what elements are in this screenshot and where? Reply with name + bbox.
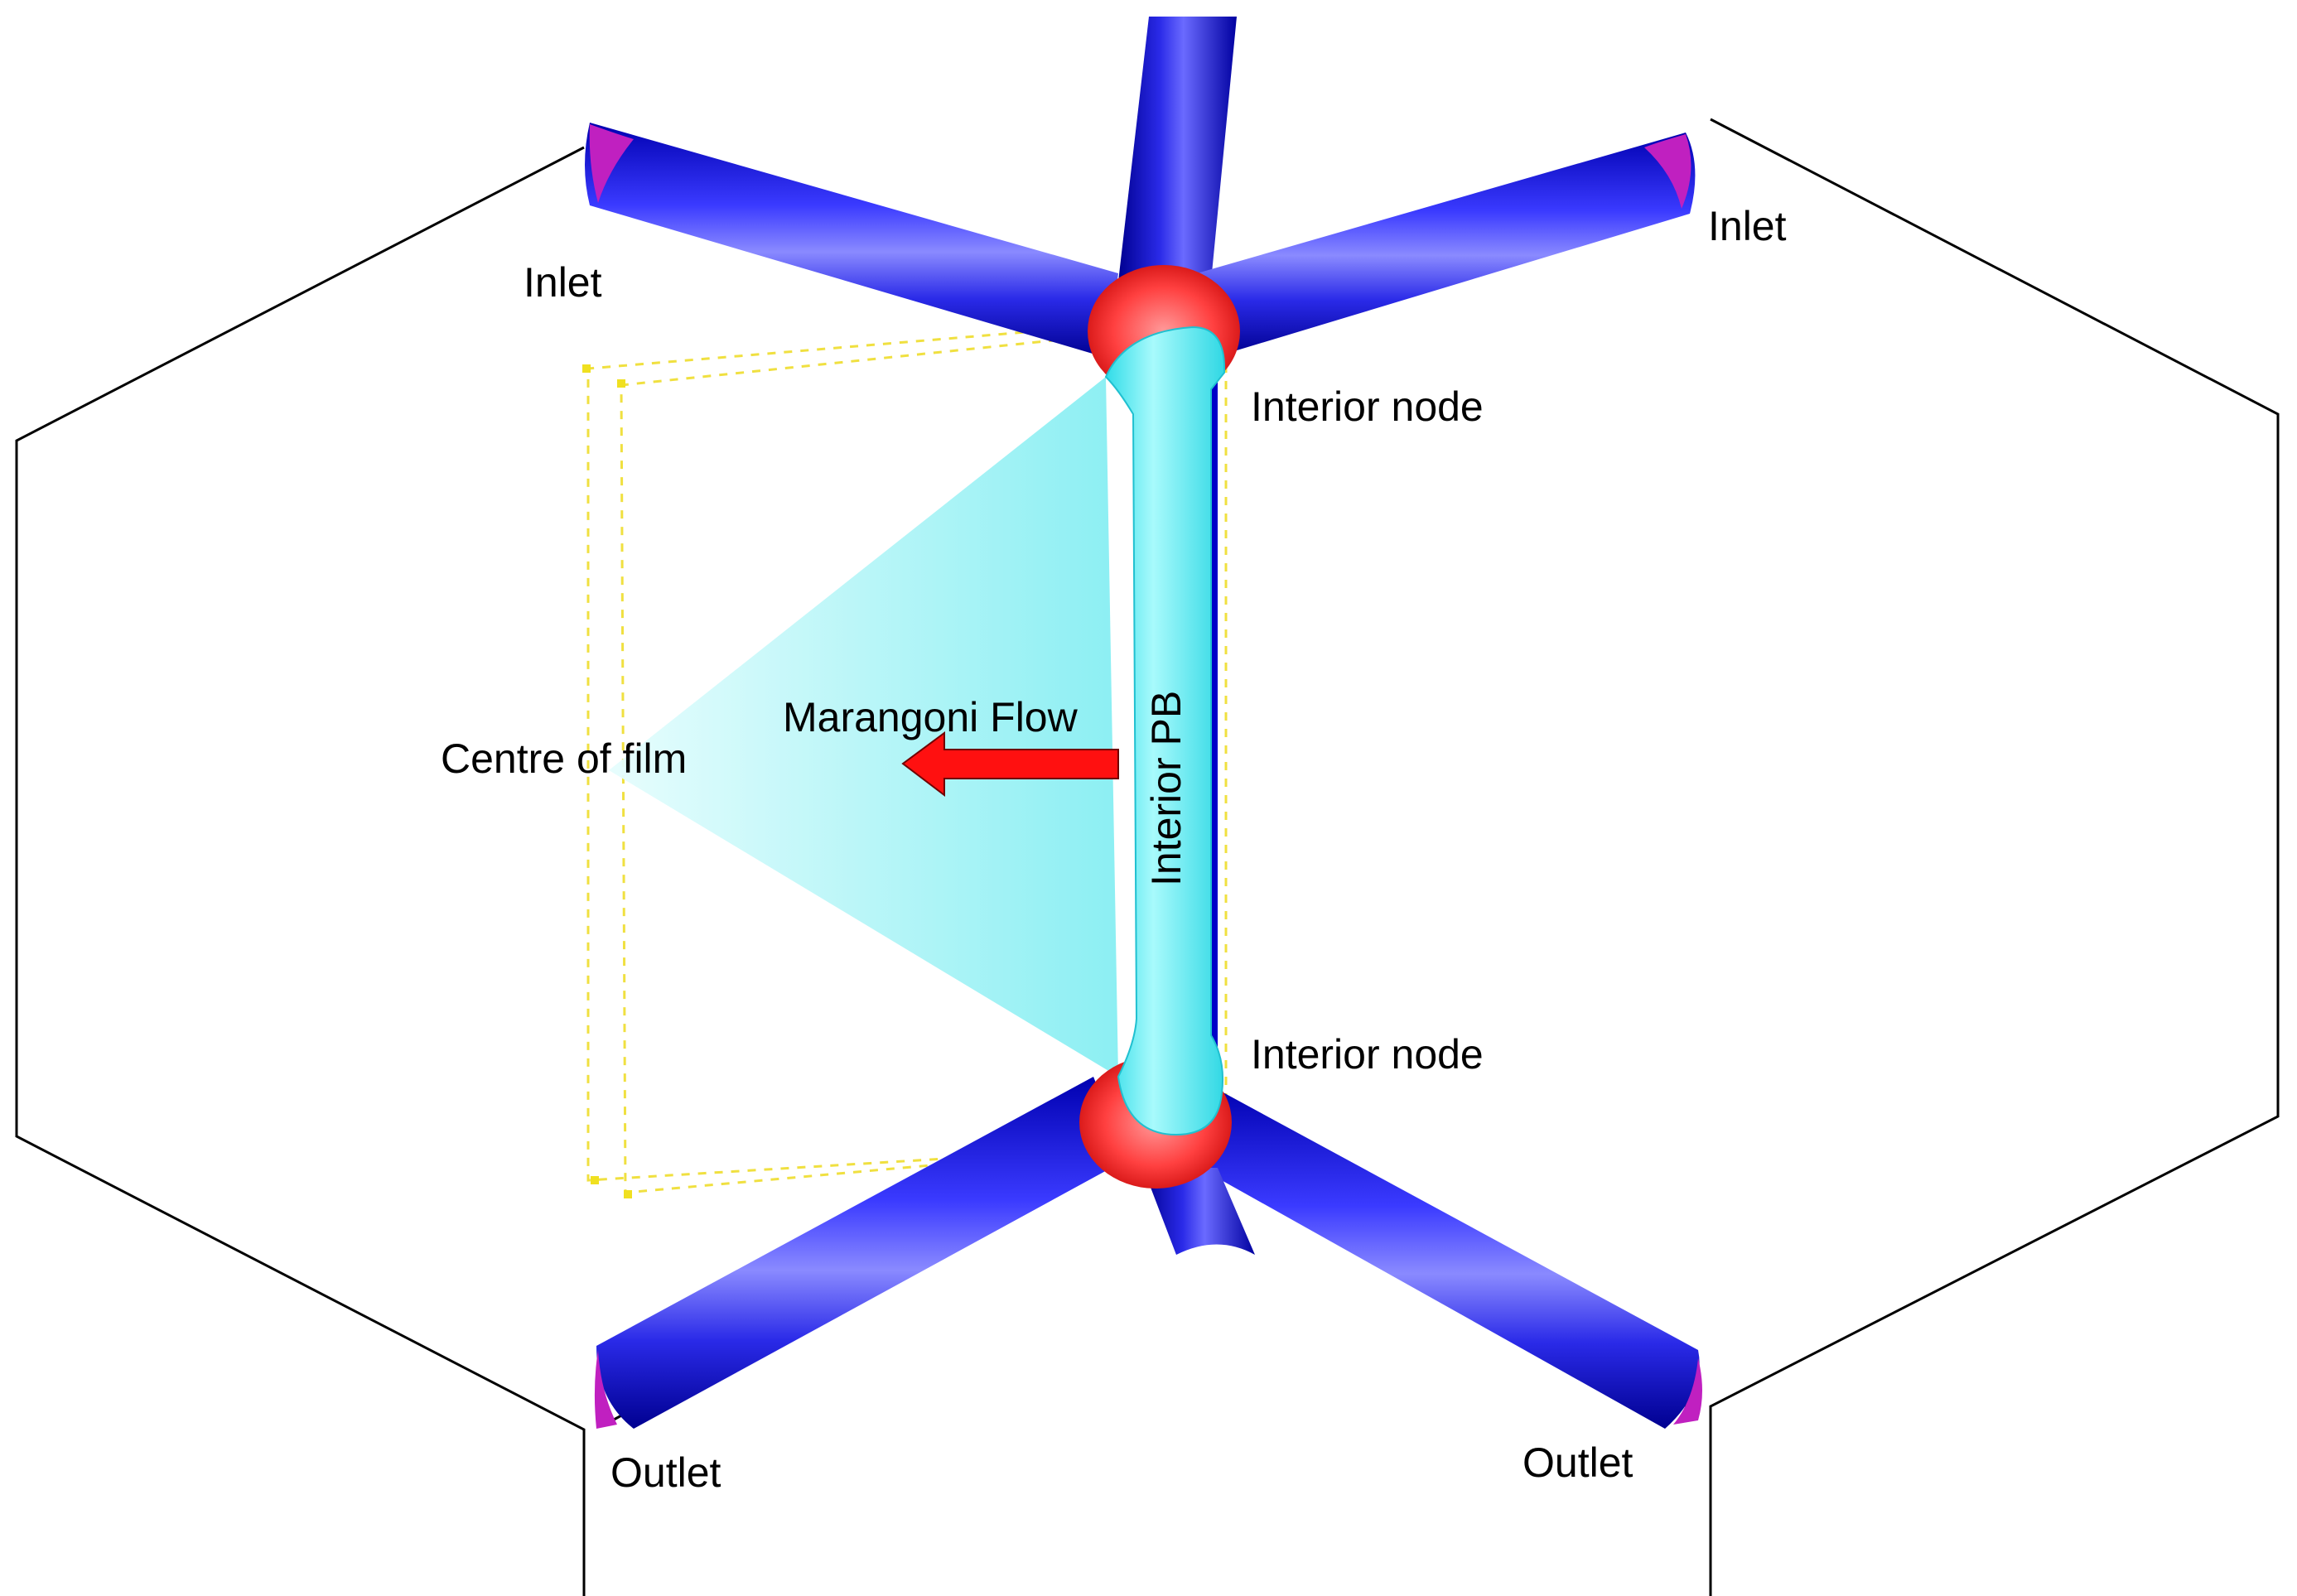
upper-right-inlet-face <box>1644 134 1691 209</box>
upper-left-plateau-border <box>585 123 1118 358</box>
top-plateau-border <box>1118 17 1237 282</box>
lower-right-outlet-face <box>1673 1358 1702 1425</box>
thin-film-sector <box>609 377 1118 1077</box>
interior-node-label-bottom: Interior node <box>1251 1031 1484 1078</box>
lower-left-outlet-face <box>594 1350 617 1429</box>
right-cell-outline <box>1709 118 2280 1596</box>
interior-pb-label: Interior PB <box>1143 691 1190 886</box>
bottom-plateau-border <box>1143 1168 1255 1255</box>
upper-right-plateau-border <box>1197 133 1696 356</box>
film-boundary-dashed <box>586 321 1228 1194</box>
lower-left-plateau-border <box>596 1077 1127 1429</box>
interior-node-label-top: Interior node <box>1251 383 1484 430</box>
interior-plateau-border <box>1104 325 1226 1136</box>
outlet-label-right: Outlet <box>1522 1439 1633 1486</box>
marangoni-flow-arrow <box>901 731 1119 798</box>
centre-of-film-label: Centre of film <box>441 735 687 782</box>
outlet-label-left: Outlet <box>610 1449 721 1496</box>
inlet-label-right: Inlet <box>1708 203 1787 249</box>
marangoni-flow-label: Marangoni Flow <box>783 694 1079 740</box>
inlet-label-left: Inlet <box>524 259 602 306</box>
upper-left-inlet-face <box>589 124 634 203</box>
lower-right-plateau-border <box>1185 1085 1700 1429</box>
left-cell-outline <box>15 146 586 1596</box>
